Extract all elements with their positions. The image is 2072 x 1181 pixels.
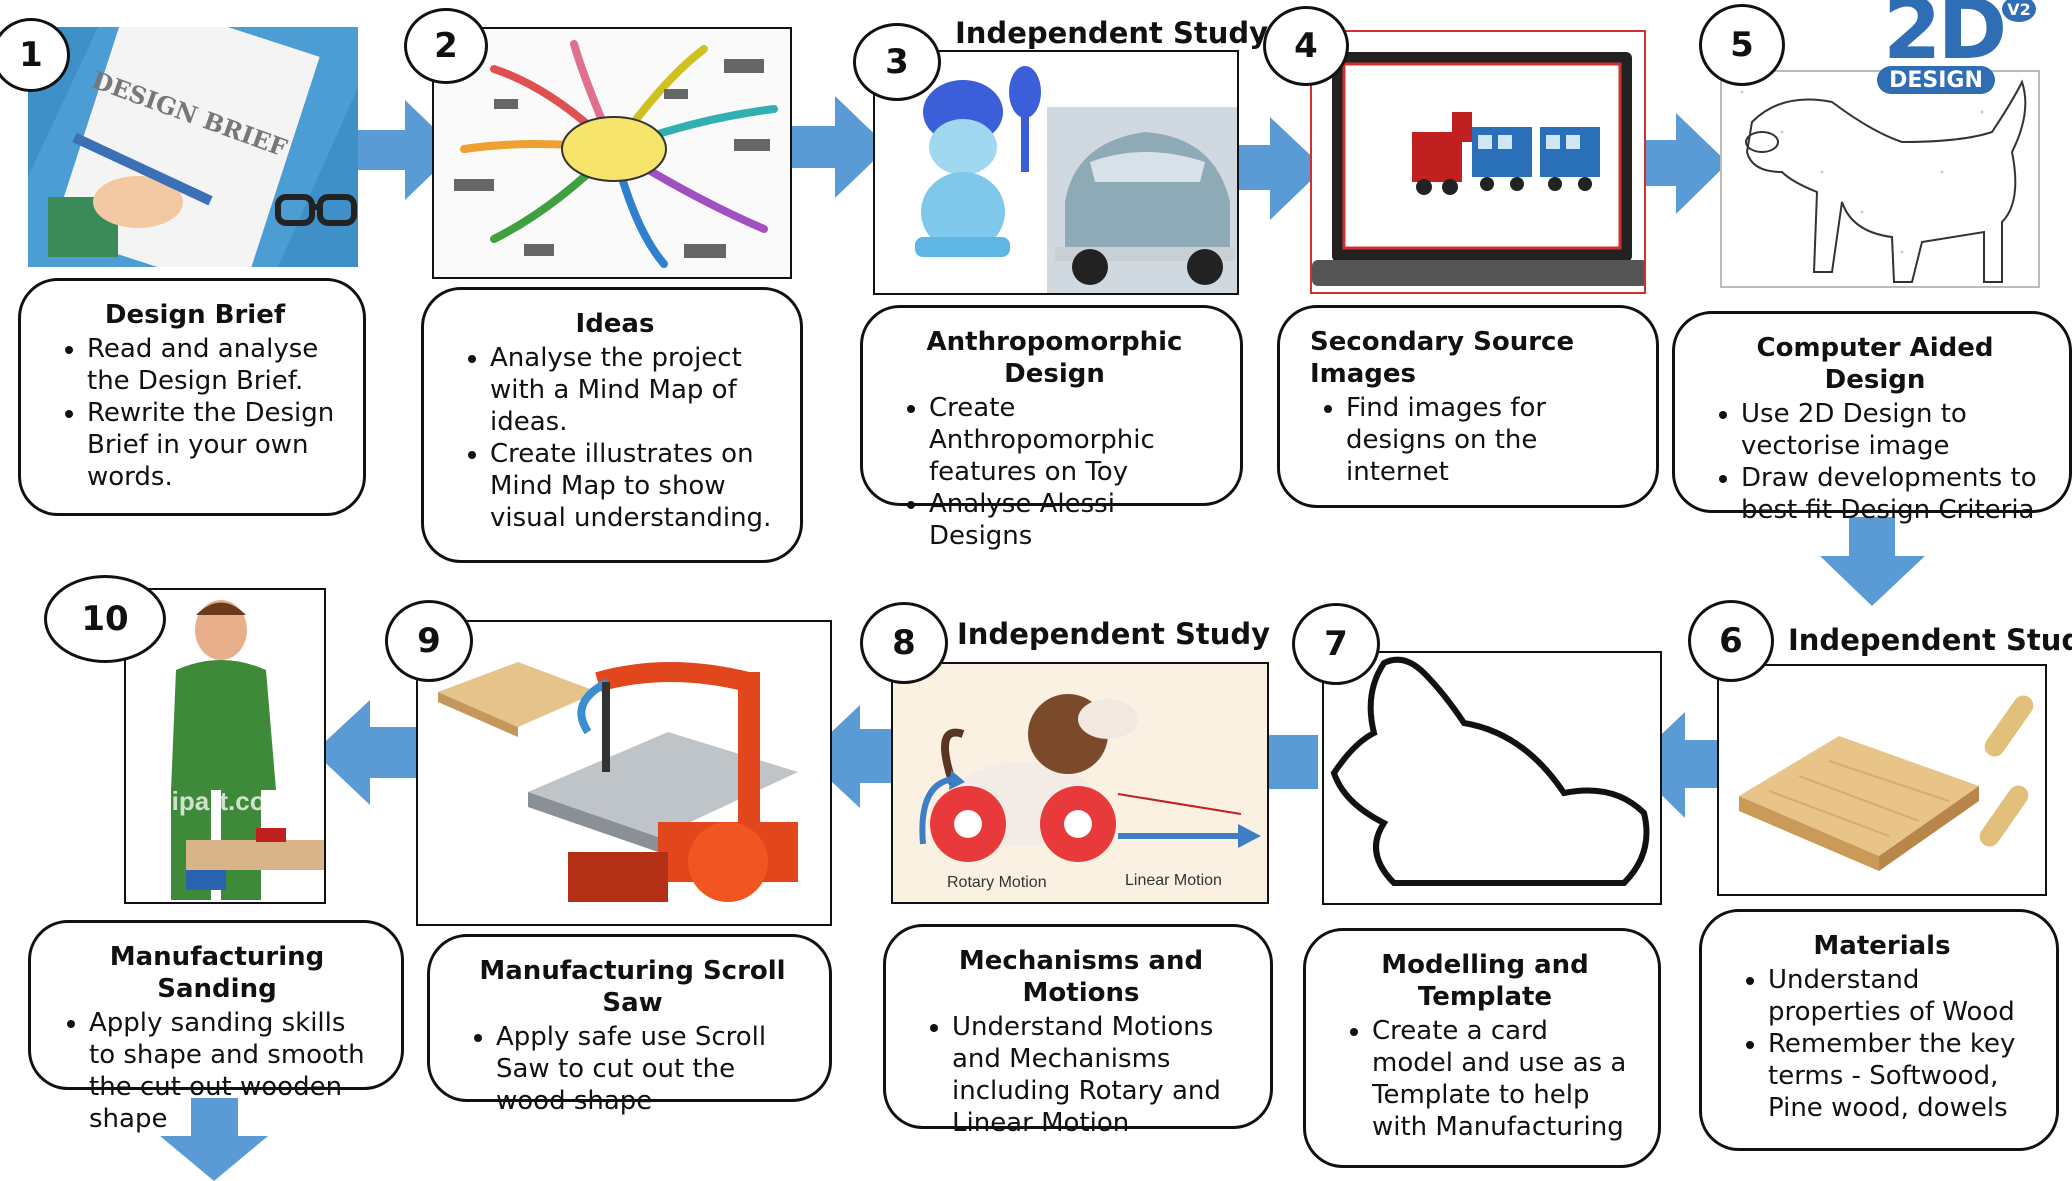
arrow-9-to-10	[314, 700, 424, 805]
arrow-2-to-3	[780, 96, 888, 198]
scroll-saw-icon	[438, 662, 798, 902]
step-2-number: 2	[404, 8, 488, 84]
step-6-independent-study-label: Independent Study	[1788, 623, 2072, 657]
pull-toy-dog-icon	[893, 664, 1267, 902]
step-5-bullet: Use 2D Design to vectorise image	[1741, 398, 2045, 462]
step-10-title: Manufacturing Sanding	[109, 942, 325, 1004]
arrow-8-to-9	[805, 705, 914, 808]
step-4-bullet: Find images for designs on the internet	[1346, 392, 1632, 488]
step-8-number: 8	[860, 602, 948, 684]
step-4-title: Secondary Source Images	[1310, 327, 1575, 389]
step-8-title: Mechanisms and Motions	[958, 946, 1204, 1008]
clipart-watermark: clipart.com	[150, 786, 289, 816]
template-silhouette-icon	[1330, 656, 1650, 886]
step-3-title: Anthropomorphic Design	[926, 327, 1183, 389]
step-10-image: clipart.com	[124, 588, 326, 904]
step-1-number: 1	[0, 18, 70, 92]
step-4-card: Secondary Source Images Find images for …	[1277, 305, 1659, 508]
step-8-bullet: Understand Motions and Mechanisms includ…	[952, 1011, 1246, 1139]
linear-motion-caption: Linear Motion	[1125, 872, 1222, 889]
design-brief-paper-icon	[28, 27, 358, 267]
alessi-figure-and-car-icon	[915, 66, 1237, 293]
laptop-train-icon	[1312, 52, 1644, 286]
rotary-motion-caption: Rotary Motion	[947, 874, 1047, 891]
step-2-bullet: Analyse the project with a Mind Map of i…	[490, 342, 776, 438]
step-9-number: 9	[385, 600, 473, 682]
step-3-number: 3	[853, 23, 941, 101]
2d-design-logo: 2D V2 DESIGN	[1875, 0, 2036, 108]
step-7-bullet: Create a card model and use as a Templat…	[1372, 1015, 1634, 1143]
step-7-number: 7	[1292, 603, 1380, 685]
step-9-card: Manufacturing Scroll Saw Apply safe use …	[427, 934, 832, 1116]
step-8-card: Mechanisms and Motions Understand Motion…	[883, 924, 1273, 1138]
step-6-number: 6	[1688, 600, 1774, 682]
step-3-independent-study-label: Independent Study	[955, 16, 1269, 50]
step-7-card: Modelling and Template Create a card mod…	[1303, 928, 1661, 1168]
2d-design-logo-version: V2	[2002, 0, 2036, 22]
step-9-bullet: Apply safe use Scroll Saw to cut out the…	[496, 1021, 805, 1117]
step-6-bullet: Remember the key terms - Softwood, Pine …	[1768, 1028, 2032, 1124]
arrow-5-to-6	[1820, 517, 1925, 606]
step-7-image	[1322, 651, 1662, 905]
step-5-title: Computer Aided Design	[1756, 333, 1994, 395]
step-3-image	[873, 50, 1239, 295]
step-1-bullet: Read and analyse the Design Brief.	[87, 333, 339, 397]
step-6-bullet: Understand properties of Wood	[1768, 964, 2032, 1028]
step-1-card: Design Brief Read and analyse the Design…	[18, 278, 366, 516]
step-6-title: Materials	[1813, 931, 1951, 961]
step-2-image	[432, 27, 792, 279]
step-5-card: Computer Aided Design Use 2D Design to v…	[1672, 311, 2072, 525]
2d-design-logo-main: 2D	[1883, 0, 2007, 78]
step-7-title: Modelling and Template	[1381, 950, 1589, 1012]
dog-outline-icon	[1740, 79, 2027, 283]
step-6-card: Materials Understand properties of Wood …	[1699, 909, 2059, 1151]
wood-board-dowels-icon	[1739, 695, 2034, 871]
step-8-independent-study-label: Independent Study	[957, 617, 1271, 651]
step-8-image: Rotary Motion Linear Motion	[891, 662, 1269, 904]
step-5-number: 5	[1699, 4, 1785, 86]
arrow-1-to-2	[348, 100, 457, 200]
step-10-card: Manufacturing Sanding Apply sanding skil…	[28, 920, 404, 1134]
step-1-image: DESIGN BRIEF	[28, 27, 358, 267]
arrow-3-to-4	[1215, 117, 1324, 220]
step-2-title: Ideas	[575, 309, 655, 339]
step-3-bullet: Analyse Alessi Designs	[929, 488, 1216, 552]
step-5-bullet: Draw developments to best fit Design Cri…	[1741, 462, 2045, 526]
arrow-10-down	[160, 1098, 268, 1181]
step-10-number: 10	[44, 575, 166, 663]
2d-design-logo-sub: DESIGN	[1877, 66, 1995, 94]
mind-map-icon	[434, 29, 790, 277]
step-6-image	[1717, 664, 2047, 896]
step-5-image	[1720, 70, 2040, 288]
worker-sanding-icon	[171, 600, 324, 900]
step-3-bullet: Create Anthropomorphic features on Toy	[929, 392, 1216, 488]
step-2-bullet: Create illustrates on Mind Map to show v…	[490, 438, 776, 534]
step-2-card: Ideas Analyse the project with a Mind Ma…	[421, 287, 803, 563]
step-9-title: Manufacturing Scroll Saw	[479, 956, 786, 1018]
step-9-image	[416, 620, 832, 926]
step-4-image	[1310, 30, 1646, 294]
step-1-title: Design Brief	[104, 300, 286, 330]
step-1-bullet: Rewrite the Design Brief in your own wor…	[87, 397, 339, 493]
step-3-card: Anthropomorphic Design Create Anthropomo…	[860, 305, 1243, 551]
arrow-4-to-5	[1620, 113, 1728, 214]
step-10-bullet: Apply sanding skills to shape and smooth…	[89, 1007, 377, 1135]
step-4-number: 4	[1263, 6, 1349, 86]
